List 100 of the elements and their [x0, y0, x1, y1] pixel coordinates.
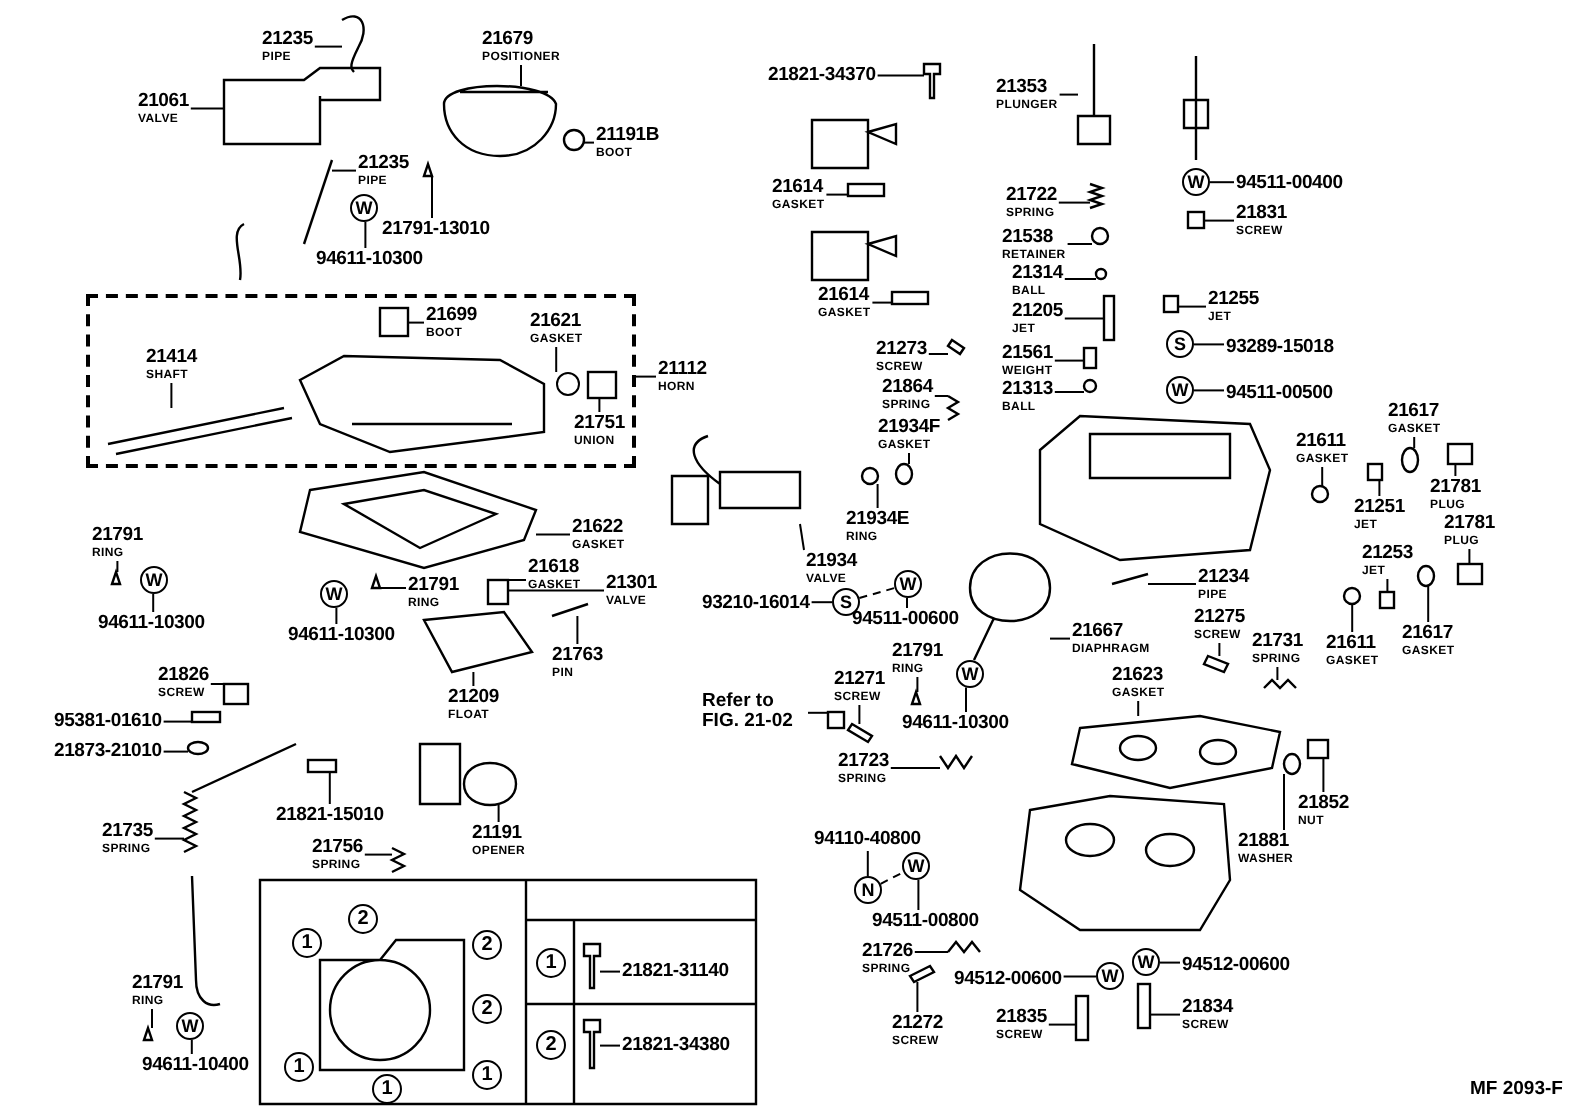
leader-line: [335, 606, 338, 625]
part-number: 21831: [1236, 204, 1287, 223]
jet-drawing: [1102, 294, 1116, 342]
screw-drawing: [946, 338, 966, 356]
leader-line: [331, 169, 357, 172]
part-number: 21781: [1430, 478, 1481, 497]
bolt-icon: [582, 1018, 602, 1070]
part-number: 94611-10300: [902, 714, 1009, 733]
part-number: 21756: [312, 838, 363, 857]
circled-letter-symbol: W: [140, 566, 168, 594]
leader-line: [1276, 666, 1279, 681]
part-number: 21934F: [878, 418, 941, 437]
leader-line: [520, 64, 522, 87]
spring-drawing: [945, 394, 961, 422]
spring-drawing: [1086, 182, 1106, 210]
part-number: 94511-00600: [852, 610, 959, 629]
leader-line: [1058, 93, 1079, 96]
part-number: 21751: [574, 414, 625, 433]
circled-number: 1: [372, 1074, 402, 1104]
part-number: 21272: [892, 1014, 943, 1033]
gasket-drawing: [846, 182, 886, 198]
part-number: 21611: [1296, 432, 1348, 451]
leader-line: [1193, 389, 1225, 392]
part-number: 21667: [1072, 622, 1125, 641]
spring-drawing: [1263, 678, 1297, 690]
leader-line: [1159, 961, 1181, 964]
part-number: 21726: [862, 942, 913, 961]
circled-number: 2: [472, 930, 502, 960]
part-number: 21061: [138, 92, 189, 111]
leader-line: [431, 175, 433, 219]
part-number: 21617: [1388, 402, 1441, 421]
leader-line: [313, 45, 343, 48]
plug-drawing: [1456, 562, 1484, 586]
part-number: 21623: [1112, 666, 1165, 685]
part-number: 21617: [1402, 624, 1455, 643]
leader-line: [507, 579, 527, 581]
ring-drawing: [370, 572, 382, 590]
boot-drawing: [562, 128, 586, 152]
leader-line: [1149, 1013, 1181, 1016]
circled-letter-symbol: W: [1132, 948, 1160, 976]
spring-drawing: [939, 753, 973, 771]
part-number: 21611: [1326, 634, 1378, 653]
leader-line: [152, 593, 155, 613]
leader-line: [1062, 975, 1097, 978]
leader-line: [555, 346, 558, 373]
part-number: 21821-34370: [768, 66, 876, 85]
leader-line: [1468, 548, 1471, 565]
leader-line: [866, 850, 869, 877]
circled-number: 1: [472, 1060, 502, 1090]
leader-line: [1386, 578, 1389, 593]
leader-line: [1283, 773, 1285, 831]
circled-letter-symbol: W: [350, 194, 378, 222]
leader-line: [1137, 700, 1140, 717]
leader-line: [933, 395, 949, 397]
circled-letter-symbol: W: [1166, 376, 1194, 404]
leader-line: [1066, 243, 1093, 245]
leader-line: [170, 382, 173, 409]
leader-line: [1053, 359, 1085, 362]
leader-line: [598, 397, 601, 413]
gasket-drawing: [894, 462, 914, 486]
part-number: 21731: [1252, 632, 1303, 651]
leader-line: [876, 74, 925, 77]
part-number: 21191: [472, 824, 524, 843]
pipe-drawing: [1111, 572, 1149, 586]
retainer-drawing: [1090, 226, 1110, 246]
screw-drawing: [846, 722, 874, 744]
leader-line: [635, 375, 657, 378]
circled-number: 2: [348, 904, 378, 934]
leader-line: [583, 141, 595, 144]
part-number: 21835: [996, 1008, 1047, 1027]
part-number: 21271: [834, 670, 885, 689]
leader-line: [328, 771, 331, 805]
circled-letter-symbol: N: [854, 876, 882, 904]
leader-line: [190, 1038, 193, 1055]
dashed-line: [858, 587, 896, 599]
part-number: 21864: [882, 378, 933, 397]
pin-drawing: [551, 602, 589, 618]
circled-letter-symbol: W: [1182, 168, 1210, 196]
part-number: 21791: [132, 974, 183, 993]
leader-line: [1053, 391, 1085, 393]
part-number: 21723: [838, 752, 889, 771]
leader-line: [576, 615, 579, 645]
float-drawing: [422, 610, 534, 674]
leader-line: [916, 676, 919, 693]
dashed-line: [879, 871, 905, 885]
ball-drawing: [1094, 267, 1108, 281]
part-number: 21791: [892, 642, 943, 661]
spring-drawing: [947, 940, 981, 954]
ring-drawing: [910, 688, 922, 706]
part-number: 94511-00800: [872, 912, 979, 931]
part-number: 21353: [996, 78, 1049, 97]
circled-number: 1: [536, 948, 566, 978]
figure-code: MF 2093-F: [1470, 1080, 1563, 1099]
part-number: 21873-21010: [54, 742, 162, 761]
screw-drawing: [1202, 654, 1230, 674]
bolt-icon: [582, 942, 602, 990]
part-number: 94512-00600: [1182, 956, 1290, 975]
part-number: 21561: [1002, 344, 1053, 363]
leader-line: [810, 601, 833, 604]
ring-drawing: [422, 160, 434, 178]
